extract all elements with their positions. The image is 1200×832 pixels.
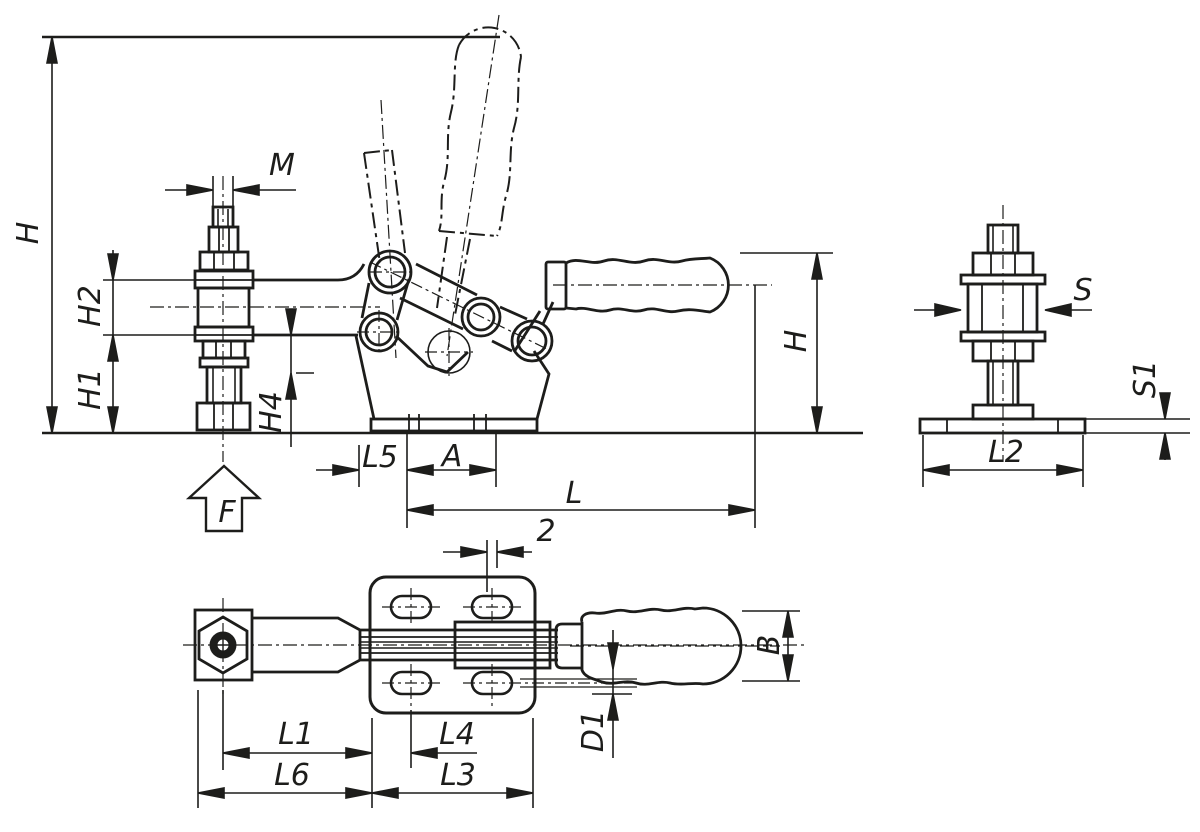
dim-label-b: B bbox=[752, 634, 787, 656]
dim-H1-H2 bbox=[103, 250, 196, 434]
dim-H-right bbox=[740, 252, 833, 434]
force-arrow bbox=[185, 464, 263, 533]
clamp-body-front bbox=[354, 262, 555, 433]
dim-label-h2: H2 bbox=[73, 285, 108, 327]
dim-label-l3: L3 bbox=[440, 758, 476, 793]
dim-S1 bbox=[1085, 392, 1190, 460]
dim-label-l1: L1 bbox=[278, 717, 314, 752]
dim-label-l: L bbox=[565, 476, 583, 511]
dim-label-l6: L6 bbox=[274, 758, 310, 793]
circle-centerlines bbox=[357, 261, 552, 376]
dim-L1-L4-L6-L3 bbox=[197, 690, 534, 808]
dim-label-l5: L5 bbox=[362, 440, 398, 475]
dim-label-s1: S1 bbox=[1128, 359, 1163, 399]
phantom-arm-centerline bbox=[380, 99, 397, 359]
dim-L2 bbox=[922, 435, 1084, 487]
dim-label-d1: D1 bbox=[576, 709, 611, 753]
dim-label-a: A bbox=[441, 439, 463, 474]
spindle-side-view bbox=[918, 223, 1087, 435]
dim-label-2: 2 bbox=[536, 514, 556, 549]
dim-label-h-right: H bbox=[779, 329, 814, 353]
dim-label-f: F bbox=[218, 495, 236, 530]
dim-label-l4: L4 bbox=[439, 717, 475, 752]
dim-label-s: S bbox=[1073, 273, 1093, 308]
dim-M bbox=[165, 176, 296, 212]
dim-label-h4: H4 bbox=[254, 391, 289, 433]
phantom-raised-arm bbox=[363, 149, 406, 264]
front-view bbox=[42, 14, 863, 592]
phantom-raised-handle bbox=[436, 26, 522, 316]
dim-S bbox=[914, 302, 1092, 318]
phantom-handle-centerline bbox=[446, 14, 500, 357]
dim-2 bbox=[443, 540, 532, 592]
arm-bottom-view bbox=[252, 616, 558, 674]
bottom-view bbox=[183, 575, 808, 808]
dim-B bbox=[742, 610, 800, 682]
dim-D1 bbox=[520, 630, 637, 758]
spindle-bottom-view bbox=[193, 608, 254, 682]
dim-label-h-left: H bbox=[11, 221, 46, 245]
dim-label-l2: L2 bbox=[988, 435, 1024, 470]
dim-label-m: M bbox=[269, 148, 295, 183]
clamp-arm-front bbox=[253, 263, 366, 337]
slot-centerlines bbox=[382, 588, 640, 706]
dim-label-h1: H1 bbox=[73, 368, 108, 410]
dim-L5-A-L bbox=[316, 285, 756, 528]
spindle-front bbox=[193, 205, 255, 432]
dim-H-left bbox=[46, 36, 58, 434]
dim-H4 bbox=[285, 308, 314, 447]
side-view bbox=[914, 205, 1190, 487]
